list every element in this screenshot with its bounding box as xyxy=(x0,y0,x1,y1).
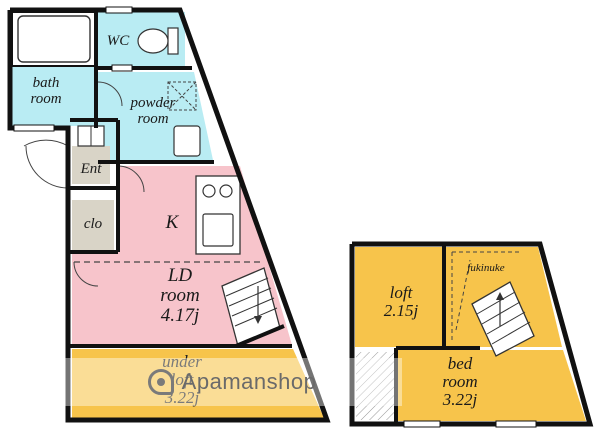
washing-machine-space xyxy=(167,81,197,111)
sink-basin xyxy=(202,213,234,247)
closet-label: clo xyxy=(83,216,103,232)
toilet-tank xyxy=(167,27,179,55)
entrance-label: Ent xyxy=(80,161,102,177)
entry-door-swing xyxy=(23,139,69,147)
toilet-bowl xyxy=(137,28,169,54)
ld-door-swing xyxy=(117,165,145,193)
under-loft-area xyxy=(72,349,324,418)
apamanshop-logo-icon xyxy=(147,369,174,395)
bedroom-label: bed room 3.22j xyxy=(442,354,478,409)
bath-room-label: bath room xyxy=(30,75,62,107)
watermark-text: Apamanshop xyxy=(181,369,317,394)
staircase-loft xyxy=(471,281,535,357)
washbasin-shape xyxy=(173,125,201,157)
under-loft-label: under loft 3.22j xyxy=(162,352,202,407)
apamanshop-watermark: Apamanshop xyxy=(62,358,402,406)
loft-floor-unit xyxy=(349,241,594,428)
closet-area xyxy=(72,200,114,250)
ground-floor-unit xyxy=(7,6,331,423)
stove-burner-1 xyxy=(202,184,216,198)
powder-door-swing xyxy=(97,81,123,107)
ld-room-label: LD room 4.17j xyxy=(160,265,200,326)
fukinuke-label: fukinuke xyxy=(467,262,505,274)
loft-label: loft 2.15j xyxy=(383,283,419,320)
stove-burner-2 xyxy=(219,184,233,198)
entrance-area xyxy=(72,146,110,184)
bath-room-area xyxy=(12,66,96,126)
bathtub-shape xyxy=(17,15,91,63)
powder-room-label: powder room xyxy=(130,95,176,127)
loft-area xyxy=(355,247,443,347)
wc-label: WC xyxy=(106,33,130,49)
bedroom-area xyxy=(396,350,586,421)
ground-outer-wall xyxy=(7,7,331,423)
loft-outer-wall xyxy=(349,241,594,427)
stair-void-lower xyxy=(356,352,394,420)
kitchen-label: K xyxy=(165,212,179,233)
